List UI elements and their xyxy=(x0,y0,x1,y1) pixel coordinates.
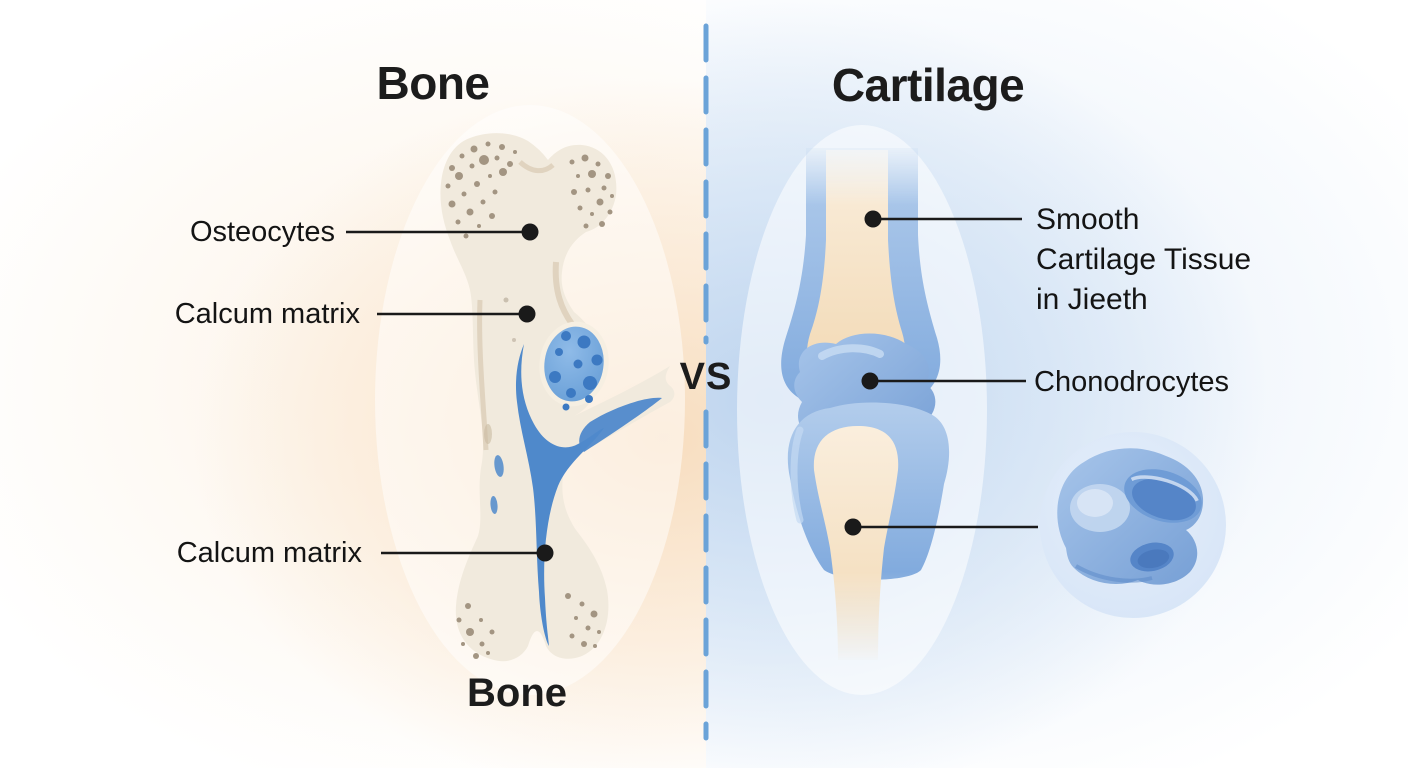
bone-fork-wedge xyxy=(579,397,662,452)
cell-small-opening xyxy=(1130,542,1174,572)
bone-caption: Bone xyxy=(467,671,567,715)
vs-label: VS xyxy=(679,356,733,398)
annotation-dot xyxy=(536,544,554,562)
annotation-dot xyxy=(518,305,536,323)
right-panel-title: Cartilage xyxy=(831,59,1025,111)
bone-canal-hole xyxy=(494,455,504,477)
annotation-dot xyxy=(844,518,862,536)
label-smooth-line-3: in Jieeth xyxy=(1036,283,1148,316)
cap-highlight xyxy=(790,426,804,524)
cell-large-opening xyxy=(1124,469,1202,523)
cell-bottom-shade xyxy=(1074,564,1153,583)
cartilage-joint-illustration xyxy=(781,148,950,660)
cartilage-cell-inset xyxy=(1040,432,1226,618)
lower-bone-core xyxy=(813,426,899,660)
left-panel-title: Bone xyxy=(376,57,491,109)
cell-highlight xyxy=(1077,489,1113,517)
bone-shading xyxy=(518,160,555,174)
annotation-lines xyxy=(346,210,1038,562)
bone-canal-hole xyxy=(490,496,498,514)
upper-bone-core xyxy=(806,150,906,385)
annotation-dot xyxy=(521,223,539,241)
blob-highlight xyxy=(818,344,884,360)
bone-pit xyxy=(484,424,492,444)
label-smooth-line-1: Smooth xyxy=(1036,203,1140,236)
label-smooth-line-2: Cartilage Tissue xyxy=(1036,243,1252,276)
bone-illustration xyxy=(440,133,675,662)
label-smooth-cartilage-tissue: Smooth Cartilage Tissue in Jieeth xyxy=(1036,200,1366,320)
bone-stipple-dots xyxy=(445,141,614,659)
bone-marrow-shape xyxy=(515,344,604,646)
osteocyte-cell-cluster xyxy=(539,321,609,411)
label-chondrocytes: Chonodrocytes xyxy=(1034,366,1230,398)
label-calcium-matrix-lower: Calcum matrix xyxy=(176,537,362,569)
label-calcium-matrix-upper: Calcum matrix xyxy=(174,298,360,330)
bone-shading xyxy=(552,261,575,326)
label-osteocytes: Osteocytes xyxy=(189,216,335,248)
annotation-dot xyxy=(861,372,879,390)
annotation-dot xyxy=(864,210,882,228)
